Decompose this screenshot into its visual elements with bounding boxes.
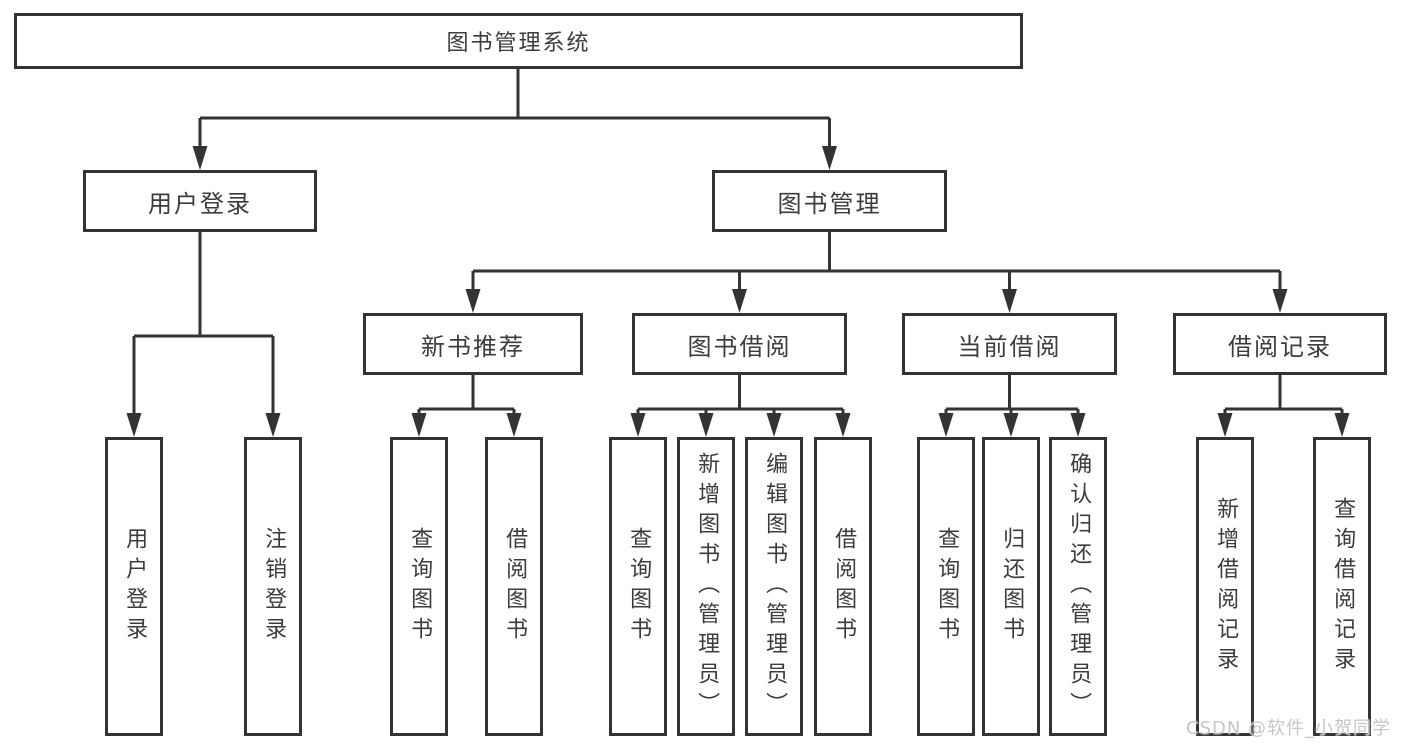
node-new-book-recommend: 新书推荐 <box>363 313 583 375</box>
node-label: 注销登录 <box>261 526 287 647</box>
node-label: 新增图书（管理员） <box>694 451 720 722</box>
node-add-book-admin: 新增图书（管理员） <box>677 437 735 736</box>
node-borrow-books-1: 借阅图书 <box>485 437 543 736</box>
node-label: 借阅图书 <box>502 526 528 647</box>
watermark: CSDN @软件_小贺同学 <box>1186 718 1392 739</box>
arrowhead-icons <box>126 146 1350 437</box>
node-label: 用户登录 <box>122 526 148 647</box>
node-confirm-return-admin: 确认归还（管理员） <box>1049 437 1107 736</box>
node-query-books-1: 查询图书 <box>390 437 448 736</box>
node-label: 当前借阅 <box>957 332 1062 361</box>
node-label: 查询借阅记录 <box>1330 496 1356 677</box>
node-return-book: 归还图书 <box>982 437 1040 736</box>
node-label: 查询图书 <box>934 526 960 647</box>
node-book-borrow: 图书借阅 <box>632 313 847 375</box>
node-label: 用户登录 <box>148 189 252 218</box>
node-add-borrow-record: 新增借阅记录 <box>1196 437 1254 736</box>
node-label: 借阅图书 <box>831 526 857 647</box>
node-label: 查询图书 <box>407 526 433 647</box>
node-user-login: 用户登录 <box>105 437 163 736</box>
node-borrow-books-2: 借阅图书 <box>814 437 872 736</box>
node-user-login-module: 用户登录 <box>83 170 317 232</box>
node-label: 新增借阅记录 <box>1213 496 1239 677</box>
node-query-borrow-record: 查询借阅记录 <box>1313 437 1371 736</box>
node-edit-book-admin: 编辑图书（管理员） <box>745 437 803 736</box>
node-logout: 注销登录 <box>244 437 302 736</box>
node-book-management-module: 图书管理 <box>712 170 947 232</box>
node-query-books-3: 查询图书 <box>917 437 975 736</box>
node-label: 图书管理系统 <box>446 31 591 56</box>
node-label: 归还图书 <box>999 526 1025 647</box>
node-label: 编辑图书（管理员） <box>762 451 788 722</box>
node-label: 新书推荐 <box>421 332 525 361</box>
node-library-management-system: 图书管理系统 <box>14 13 1023 69</box>
node-borrow-records: 借阅记录 <box>1173 313 1387 375</box>
node-label: 图书借阅 <box>687 332 792 361</box>
node-label: 借阅记录 <box>1228 332 1332 361</box>
node-label: 查询图书 <box>626 526 652 647</box>
node-label: 图书管理 <box>777 189 882 218</box>
node-query-books-2: 查询图书 <box>609 437 667 736</box>
node-label: 确认归还（管理员） <box>1066 451 1092 722</box>
node-current-borrow: 当前借阅 <box>902 313 1117 375</box>
